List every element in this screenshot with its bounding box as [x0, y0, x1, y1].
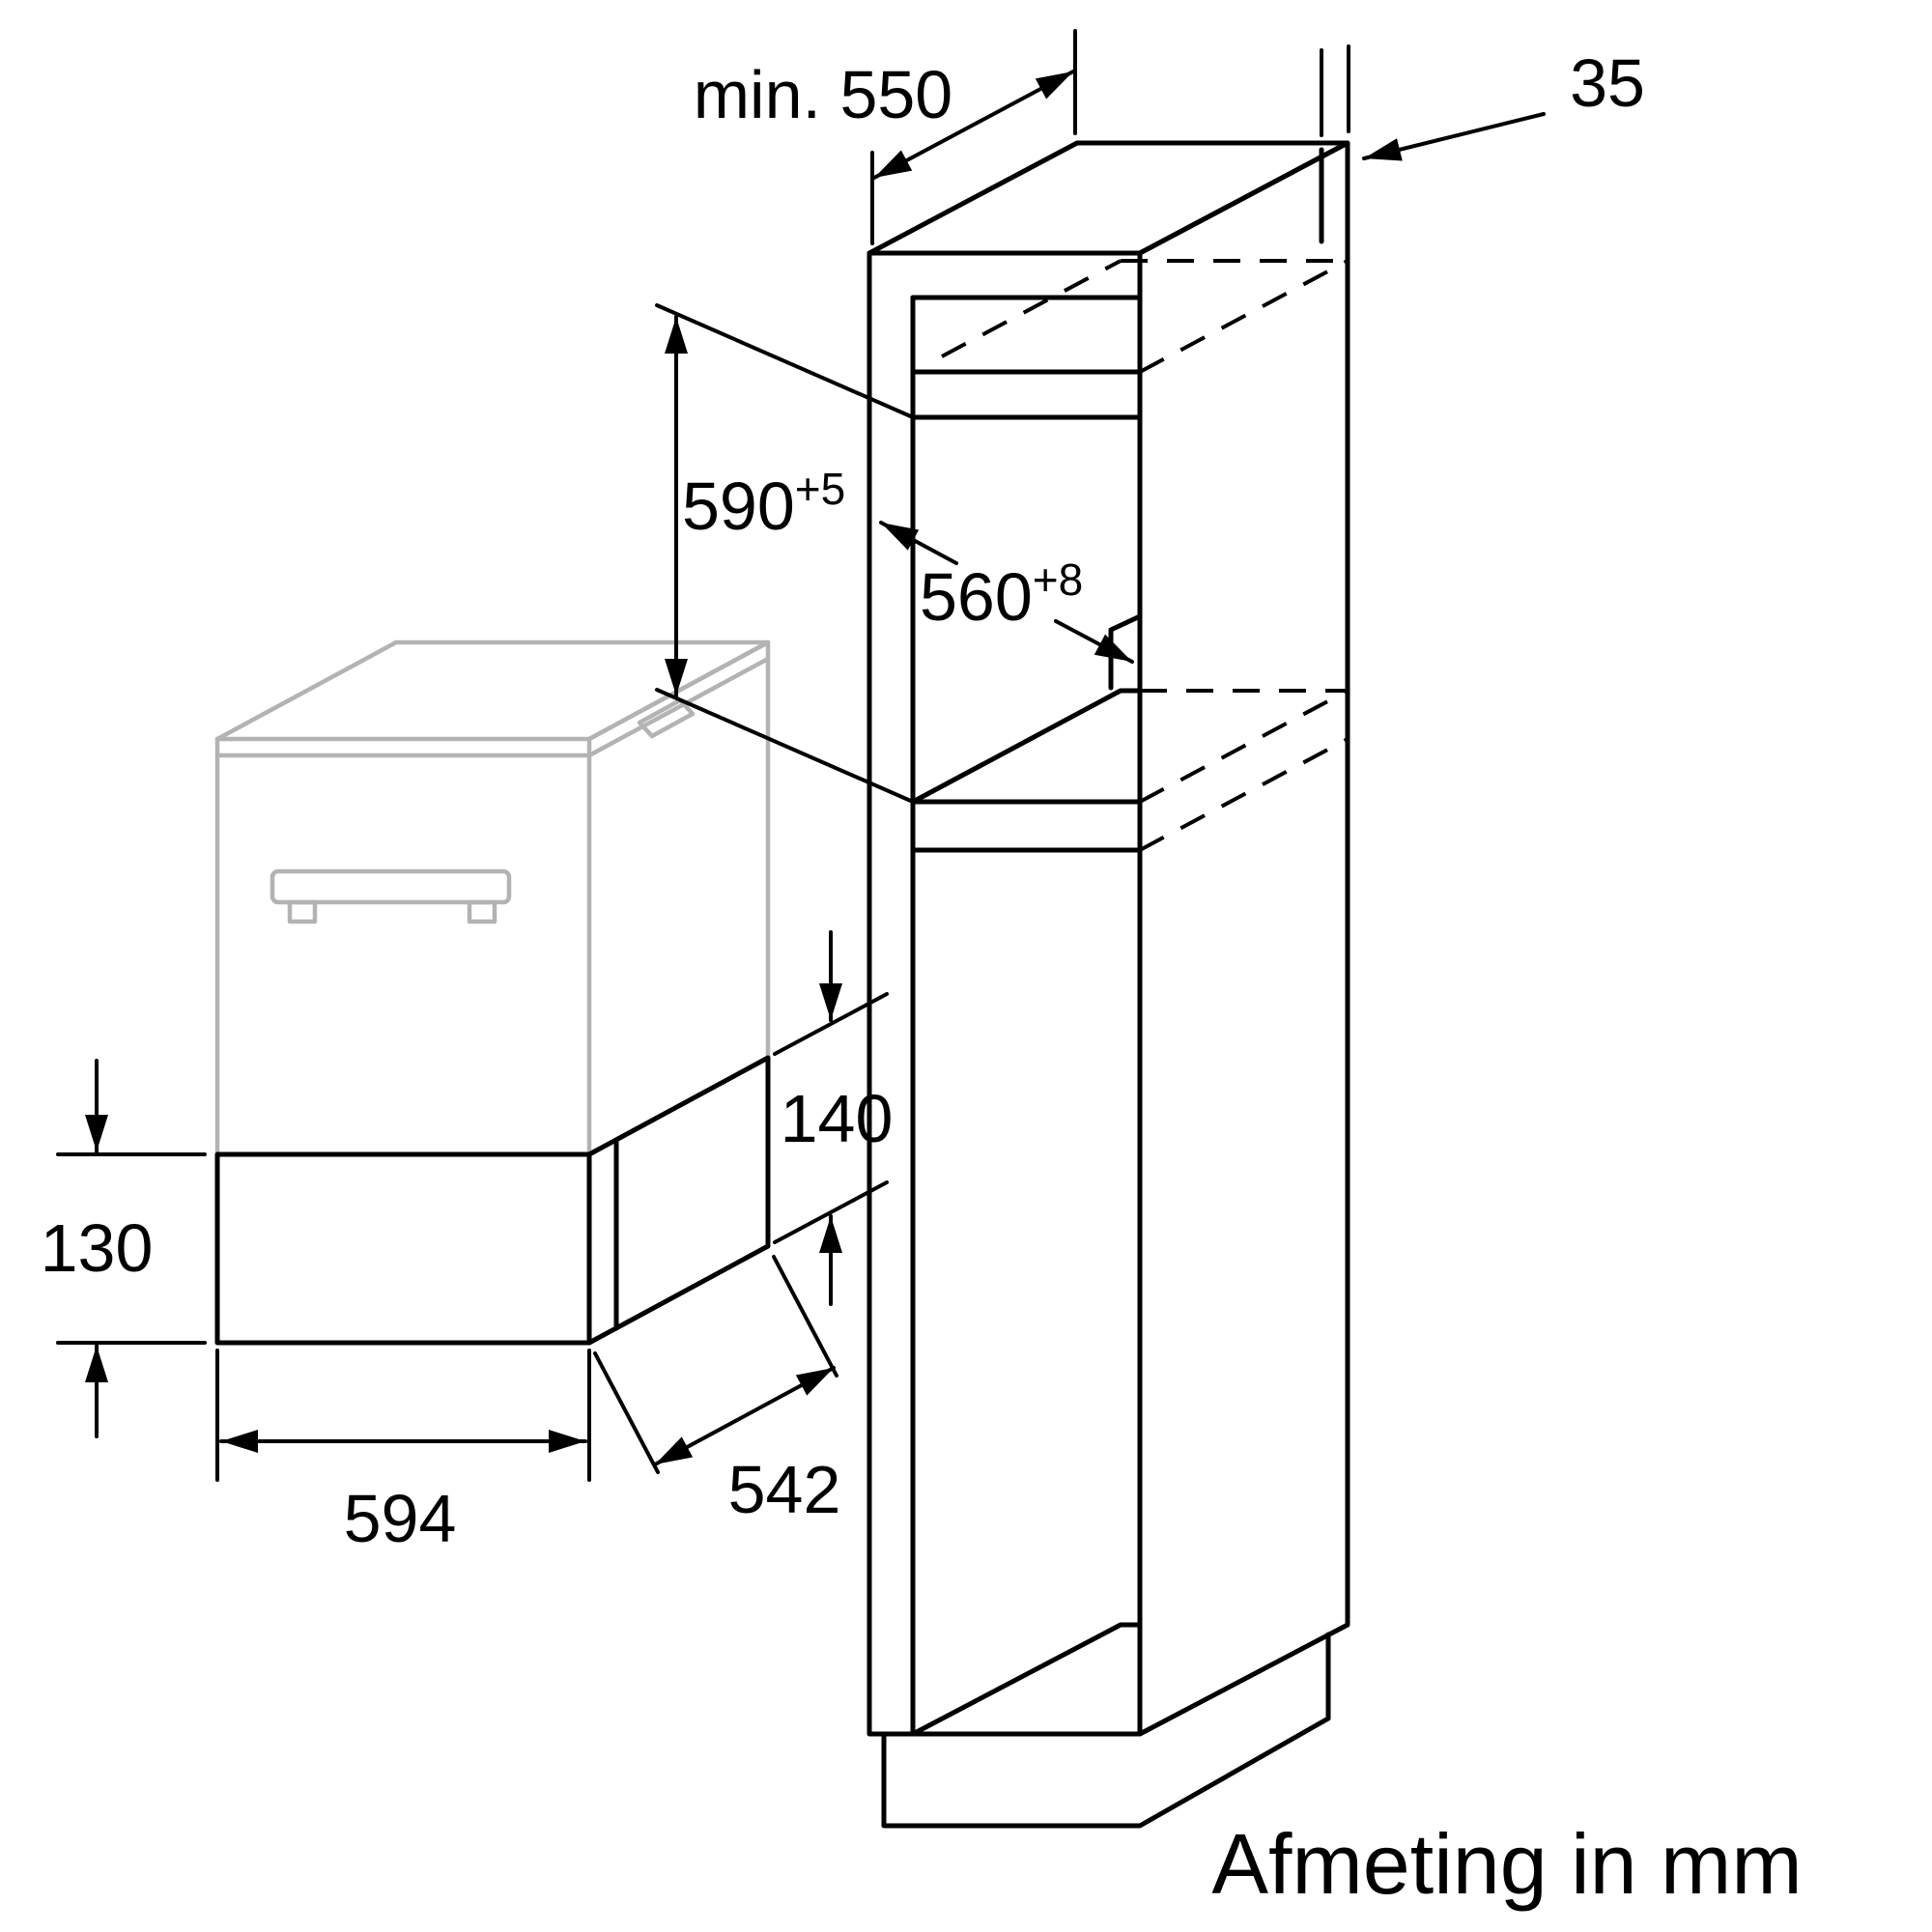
- dim-arrow-niche-width-front: [879, 521, 958, 565]
- label-drawer-front-height: 130: [41, 1210, 154, 1286]
- shelf-upper-hidden-right: [1139, 259, 1349, 374]
- dim-arrow-542: [653, 1366, 836, 1466]
- cabinet-bottom-floor-edges: [910, 1622, 1143, 1737]
- cabinet-top-face: [867, 140, 1350, 256]
- dimension-lines: [56, 29, 1546, 1482]
- niche-floor-edges: [910, 688, 1143, 805]
- shelf-lower-hidden-right-bottom: [1139, 737, 1349, 852]
- ext-line-542-front: [593, 1351, 660, 1474]
- units-caption: Afmeting in mm: [1211, 1816, 1802, 1912]
- shelf-upper-hidden-left: [941, 259, 1122, 358]
- appliance-top-face: [214, 639, 771, 742]
- cabinet: [867, 140, 1350, 1829]
- label-appliance-depth: 542: [728, 1452, 841, 1527]
- dim-arrow-niche-width-back: [1054, 619, 1134, 664]
- drawer-side-face: [586, 1055, 771, 1346]
- hidden-shelf-edges: [941, 259, 1349, 852]
- label-niche-height-value: 590: [682, 469, 795, 544]
- label-niche-height-tolerance: +5: [795, 464, 845, 514]
- niche-back-notch: [1108, 613, 1143, 691]
- label-appliance-width: 594: [344, 1481, 457, 1556]
- appliance-handle-standoff-left: [287, 899, 318, 924]
- label-niche-width: 560+8: [920, 554, 1083, 635]
- cabinet-plinth: [881, 1632, 1331, 1829]
- dim-arrow-depth: [872, 70, 1075, 180]
- ext-line-140-top: [773, 992, 889, 1056]
- shelf-lower-hidden-right-top: [1139, 689, 1349, 804]
- label-cabinet-depth-min: min. 550: [694, 57, 952, 132]
- cabinet-side-face: [1137, 140, 1350, 1737]
- warming-drawer: [214, 1055, 771, 1346]
- appliance-handle-standoff-right: [467, 899, 497, 924]
- appliance-front-face: [214, 736, 592, 1157]
- label-niche-width-tolerance: +8: [1033, 554, 1083, 605]
- label-top-gap: 35: [1570, 45, 1645, 121]
- dim-arrow-gap: [1362, 112, 1546, 161]
- ext-line-niche-bottom: [655, 688, 915, 804]
- appliance-lid-edge: [214, 656, 771, 758]
- appliance-side-grip-icon: [637, 697, 696, 739]
- ext-line-niche-top: [655, 303, 915, 419]
- drawer-front-face: [214, 1151, 592, 1346]
- label-niche-width-value: 560: [920, 559, 1033, 635]
- dimension-labels: min. 550 35 590+5 560+8 130 140 594 542 …: [41, 45, 1803, 1912]
- label-niche-height: 590+5: [682, 464, 845, 544]
- cabinet-shelf-lower-front: [910, 799, 1143, 853]
- cabinet-front-face: [867, 250, 1143, 1737]
- appliance-handle-bar: [270, 868, 512, 905]
- label-niche-drawer-height: 140: [781, 1081, 894, 1156]
- ext-line-140-bottom: [773, 1180, 889, 1244]
- cabinet-shelf-upper-front: [910, 369, 1143, 420]
- appliance-ghost-body: [214, 639, 771, 1157]
- ext-line-542-back: [772, 1255, 838, 1378]
